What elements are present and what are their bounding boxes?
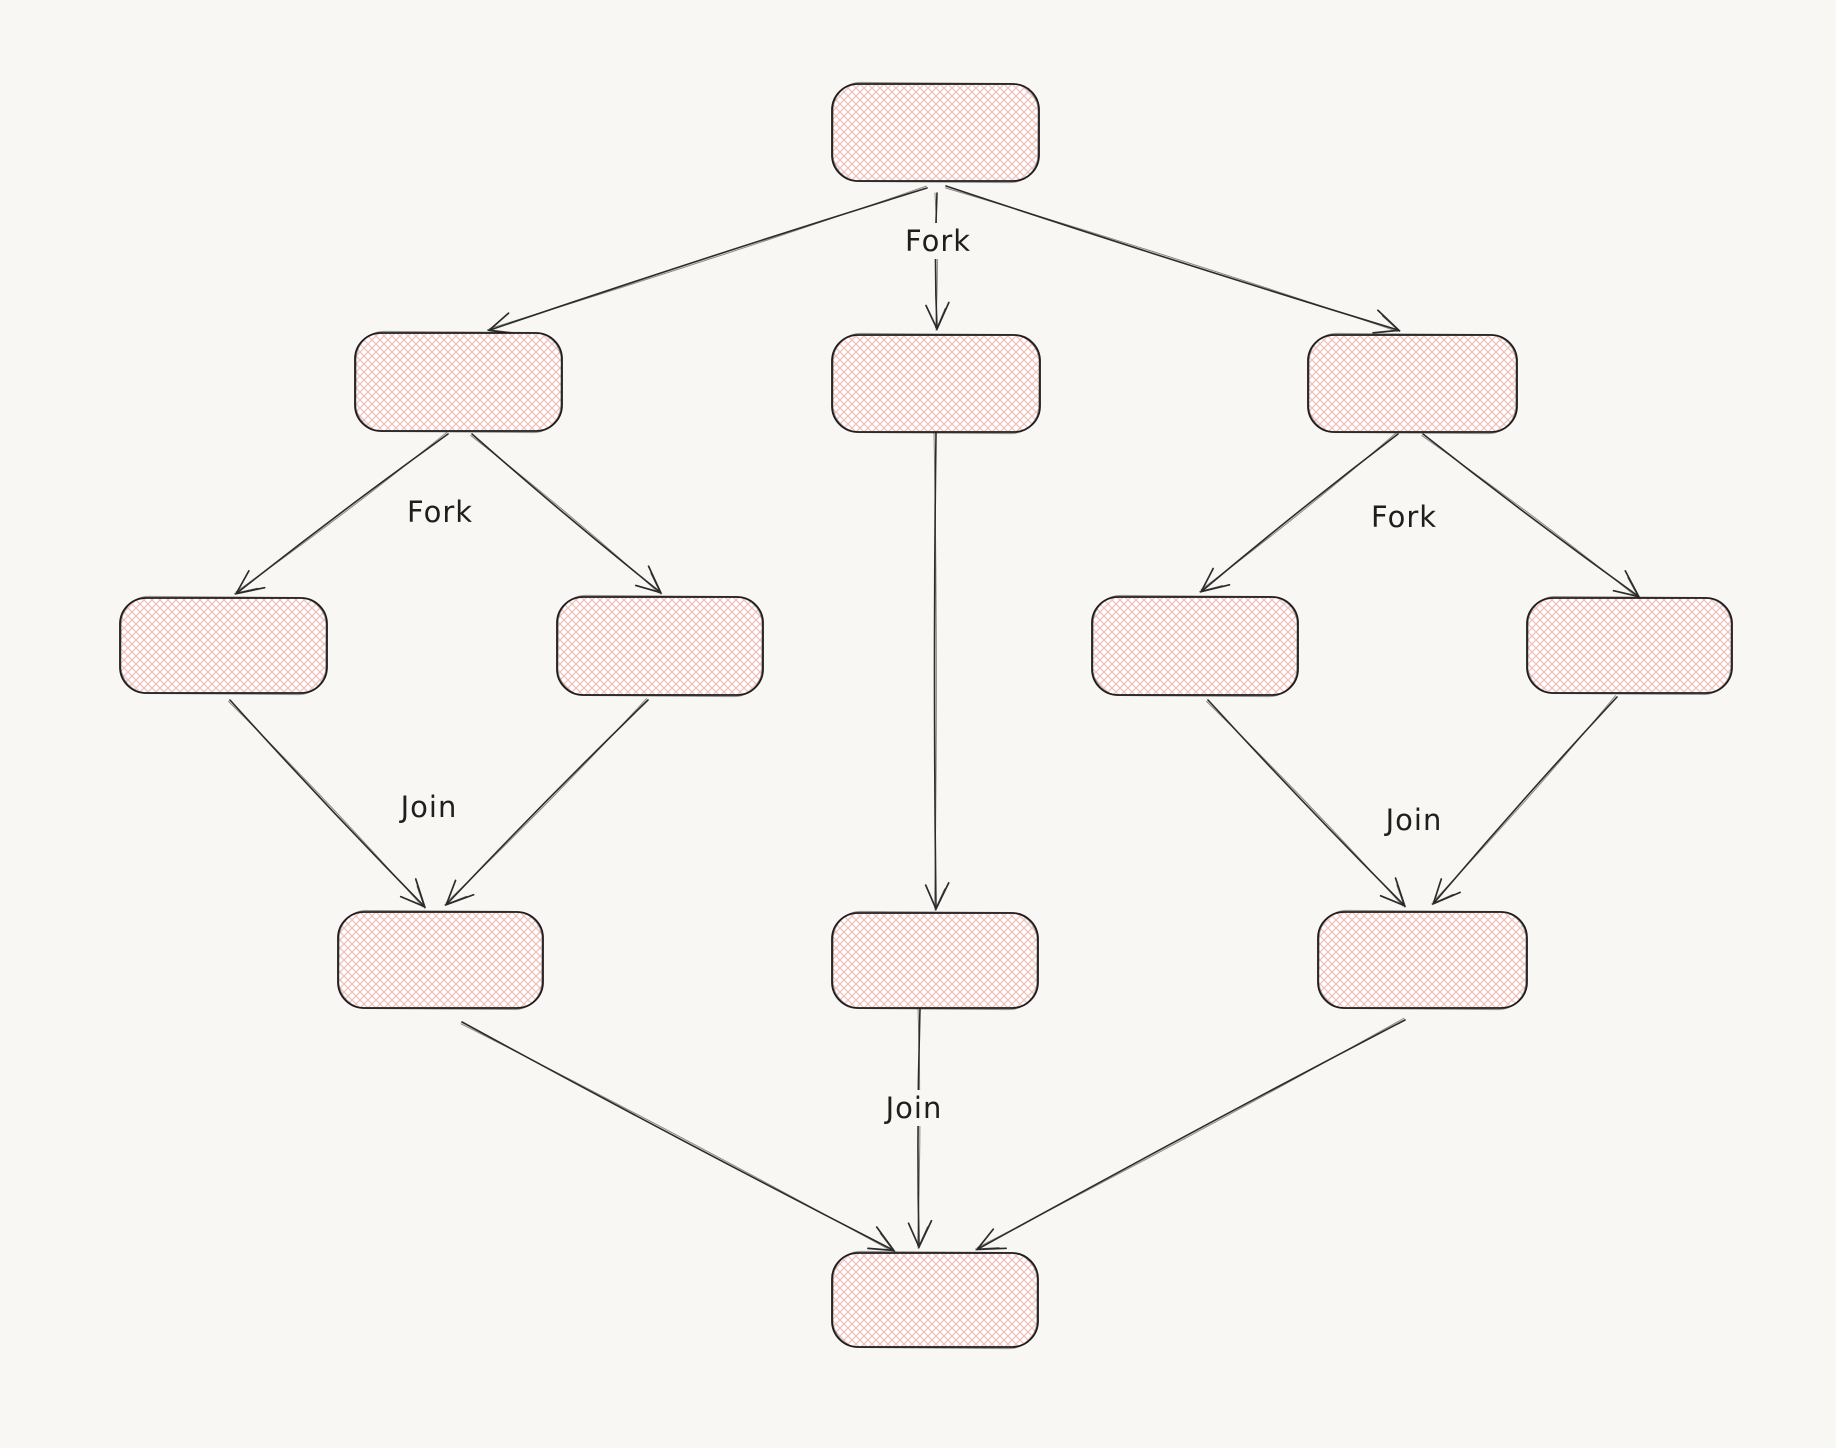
flow-edge-left-branch-to-left-child-2[interactable] [470, 433, 663, 595]
arrow-line [234, 433, 449, 595]
flow-edge-center-child-to-bottom[interactable] [907, 1008, 933, 1250]
flow-edge-top-to-center-branch[interactable] [925, 192, 950, 332]
node-shape [831, 83, 1040, 182]
flow-node-bottom[interactable] [831, 1250, 1039, 1350]
node-shape [1526, 597, 1733, 694]
node-shape-sketch-stroke [832, 81, 1039, 184]
arrow-line [945, 185, 1401, 334]
flow-edge-left-branch-to-left-child-1[interactable] [234, 431, 449, 595]
arrow-line [907, 1008, 933, 1250]
node-shape-sketch-stroke [1308, 332, 1517, 435]
arrow-line [444, 699, 649, 907]
arrow-line [975, 1019, 1406, 1251]
flow-edge-right-branch-to-right-child-2[interactable] [1421, 433, 1641, 599]
flow-node-left-child-1[interactable] [119, 595, 328, 696]
node-shape [831, 334, 1041, 433]
flow-node-right-branch[interactable] [1307, 332, 1518, 435]
node-shape [831, 1252, 1039, 1348]
flow-node-right-child-1[interactable] [1091, 594, 1299, 698]
flow-edge-left-merge-to-bottom[interactable] [460, 1021, 896, 1253]
node-shape-sketch-stroke [832, 910, 1038, 1011]
arrow-line [487, 187, 928, 336]
flow-edge-center-branch-to-center-child[interactable] [924, 432, 950, 912]
edge-label-fork-right[interactable]: Fork [1363, 499, 1445, 535]
flow-node-right-child-2[interactable] [1526, 595, 1733, 696]
flow-edge-right-merge-to-bottom[interactable] [975, 1017, 1406, 1251]
arrow-line [1207, 699, 1407, 908]
node-shape-sketch-stroke [338, 909, 543, 1011]
flow-edge-left-child-1-to-left-merge[interactable] [228, 699, 427, 909]
flow-node-center-child[interactable] [831, 910, 1039, 1011]
arrow-line [1431, 696, 1618, 906]
edge-label-join-right[interactable]: Join [1378, 802, 1450, 838]
edge-label-join-left[interactable]: Join [393, 789, 465, 825]
arrow-line [471, 433, 663, 595]
node-shape-sketch-stroke [1318, 909, 1527, 1011]
flow-node-top[interactable] [831, 81, 1040, 184]
edges-layer [228, 185, 1641, 1253]
flow-node-left-branch[interactable] [354, 330, 563, 434]
node-shape-sketch-stroke [557, 594, 763, 698]
flow-edge-top-to-right-branch[interactable] [944, 185, 1401, 334]
arrow-line [925, 192, 950, 332]
node-shape [119, 597, 328, 694]
node-shape [354, 332, 563, 432]
node-shape-sketch-stroke [832, 1250, 1038, 1350]
node-shape [1307, 334, 1518, 433]
flow-edge-right-child-2-to-right-merge[interactable] [1431, 695, 1618, 906]
flow-edge-right-child-1-to-right-merge[interactable] [1206, 699, 1407, 908]
node-shape [1091, 596, 1299, 696]
arrow-line [1422, 433, 1641, 599]
edge-label-join-bottom[interactable]: Join [878, 1090, 950, 1126]
flow-edge-left-child-2-to-left-merge[interactable] [444, 698, 649, 907]
node-shape-sketch-stroke [1527, 595, 1732, 696]
node-shape-sketch-stroke [120, 595, 327, 696]
node-shape-sketch-stroke [355, 330, 562, 434]
arrow-line [229, 699, 427, 909]
node-shape [1317, 911, 1528, 1009]
flow-node-center-branch[interactable] [831, 332, 1041, 435]
flow-edge-right-branch-to-right-child-1[interactable] [1199, 431, 1399, 593]
flow-node-right-merge[interactable] [1317, 909, 1528, 1011]
flow-node-left-merge[interactable] [337, 909, 544, 1011]
node-shape [556, 596, 764, 696]
node-shape [337, 911, 544, 1009]
arrow-line [1199, 433, 1399, 593]
flow-edge-top-to-left-branch[interactable] [487, 185, 928, 336]
arrow-line [461, 1021, 896, 1253]
arrow-line [924, 432, 950, 912]
node-shape-sketch-stroke [832, 332, 1040, 435]
nodes-layer [119, 81, 1733, 1350]
node-shape-sketch-stroke [1092, 594, 1298, 698]
edge-label-fork-left[interactable]: Fork [399, 494, 481, 530]
edge-label-fork-top[interactable]: Fork [897, 223, 979, 259]
flow-node-left-child-2[interactable] [556, 594, 764, 698]
node-shape [831, 912, 1039, 1009]
